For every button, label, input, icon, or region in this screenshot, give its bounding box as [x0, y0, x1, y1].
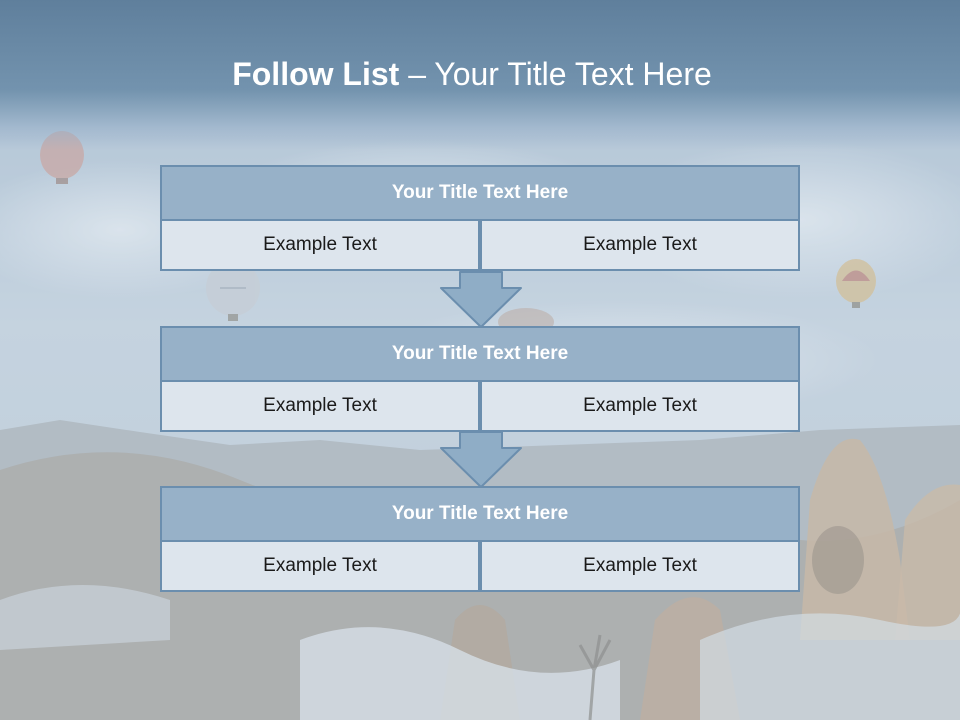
header-band	[0, 0, 960, 150]
block-cell-left: Example Text	[160, 542, 480, 592]
block-title: Your Title Text Here	[160, 486, 800, 542]
block-title: Your Title Text Here	[160, 326, 800, 382]
down-arrow-icon	[440, 271, 522, 328]
list-block-2: Your Title Text Here Example Text Exampl…	[160, 326, 800, 432]
block-cell-right: Example Text	[480, 221, 800, 271]
block-cell-right: Example Text	[480, 542, 800, 592]
block-cell-left: Example Text	[160, 221, 480, 271]
block-title: Your Title Text Here	[160, 165, 800, 221]
list-block-1: Your Title Text Here Example Text Exampl…	[160, 165, 800, 271]
slide-title: Follow List – Your Title Text Here	[0, 56, 944, 93]
block-cell-left: Example Text	[160, 382, 480, 432]
balloon-icon	[836, 259, 876, 308]
block-cell-right: Example Text	[480, 382, 800, 432]
slide-title-rest: – Your Title Text Here	[399, 56, 712, 92]
slide-title-bold: Follow List	[232, 56, 400, 92]
down-arrow-icon	[440, 431, 522, 488]
list-block-3: Your Title Text Here Example Text Exampl…	[160, 486, 800, 592]
balloon-icon	[206, 260, 260, 321]
